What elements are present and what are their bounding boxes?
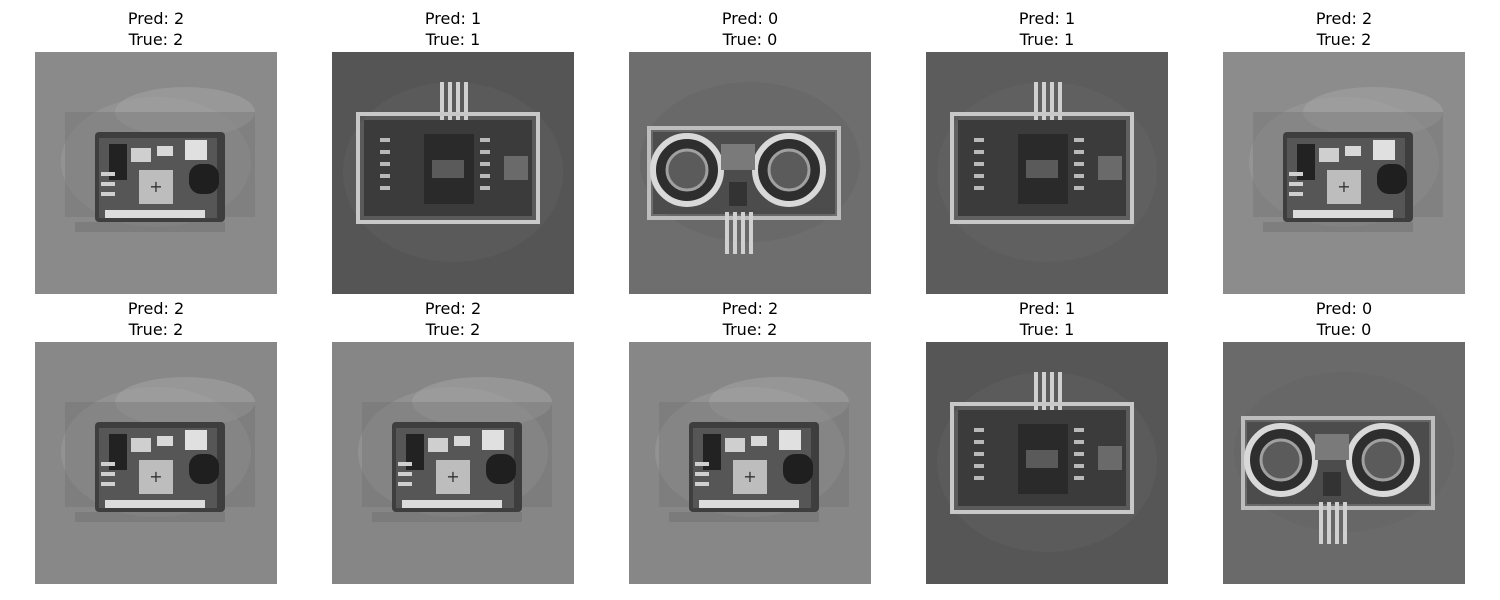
sample-image — [332, 52, 574, 294]
svg-text:+: + — [149, 467, 162, 486]
pred-label: Pred: 0 — [1315, 299, 1373, 318]
soil-chip-board-icon — [926, 342, 1168, 584]
ir-module-icon: + — [629, 342, 871, 584]
ultrasonic-sensor-icon — [1223, 342, 1465, 584]
sample-image — [926, 52, 1168, 294]
sample-image: + — [629, 342, 871, 584]
pred-label: Pred: 1 — [424, 9, 482, 28]
pred-label: Pred: 2 — [127, 9, 185, 28]
soil-chip-board-icon — [926, 52, 1168, 294]
true-label: True: 1 — [1019, 320, 1075, 339]
pred-label: Pred: 2 — [1315, 9, 1373, 28]
sample-image: + — [1223, 52, 1465, 294]
true-label: True: 2 — [128, 320, 184, 339]
ir-module-icon: + — [35, 52, 277, 294]
ultrasonic-sensor-icon — [629, 52, 871, 294]
pred-label: Pred: 1 — [1018, 299, 1076, 318]
true-label: True: 2 — [128, 30, 184, 49]
pred-label: Pred: 0 — [721, 9, 779, 28]
pred-label: Pred: 2 — [127, 299, 185, 318]
soil-chip-board-icon — [332, 52, 574, 294]
sample-image: + — [332, 342, 574, 584]
true-label: True: 2 — [1316, 30, 1372, 49]
sample-image — [926, 342, 1168, 584]
svg-text:+: + — [149, 177, 162, 196]
ir-module-icon: + — [1223, 52, 1465, 294]
sample-image — [1223, 342, 1465, 584]
ir-module-icon: + — [35, 342, 277, 584]
sample-image: + — [35, 342, 277, 584]
svg-text:+: + — [446, 467, 459, 486]
true-label: True: 1 — [425, 30, 481, 49]
true-label: True: 2 — [425, 320, 481, 339]
sample-image — [629, 52, 871, 294]
ir-module-icon: + — [332, 342, 574, 584]
true-label: True: 0 — [722, 30, 778, 49]
pred-label: Pred: 2 — [424, 299, 482, 318]
pred-label: Pred: 2 — [721, 299, 779, 318]
true-label: True: 1 — [1019, 30, 1075, 49]
true-label: True: 0 — [1316, 320, 1372, 339]
true-label: True: 2 — [722, 320, 778, 339]
sample-image: + — [35, 52, 277, 294]
svg-text:+: + — [743, 467, 756, 486]
svg-text:+: + — [1337, 177, 1350, 196]
pred-label: Pred: 1 — [1018, 9, 1076, 28]
